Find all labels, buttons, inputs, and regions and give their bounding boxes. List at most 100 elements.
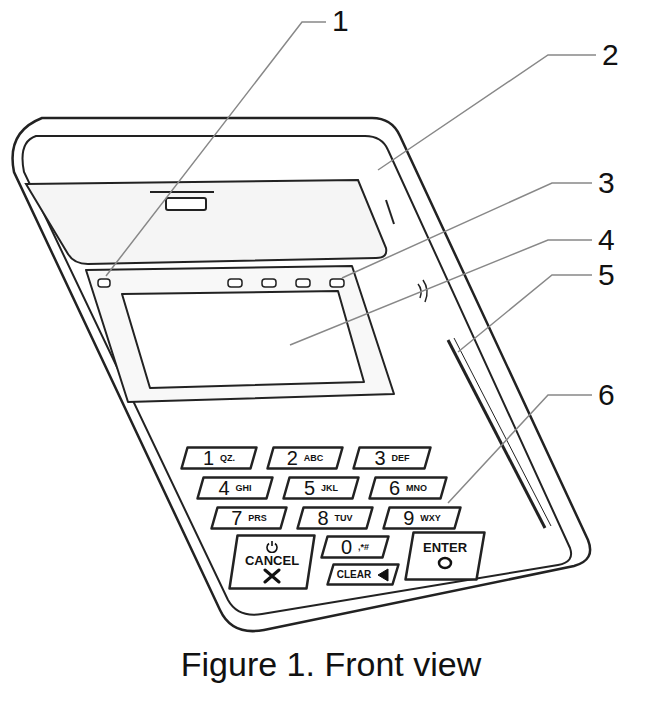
key-digit: 0 (341, 537, 352, 557)
key-letters: GHI (236, 484, 252, 493)
keypad-key: 3 DEF (352, 446, 432, 470)
key-column: CANCEL (245, 540, 299, 584)
key-content: 3 DEF (352, 446, 432, 470)
key-row: 4 GHI (218, 478, 251, 498)
key-content: 7 PRS (210, 506, 288, 530)
key-content: ENTER (404, 531, 486, 581)
paper-slot-icon (166, 198, 206, 210)
key-shape (198, 478, 273, 499)
key-column: ENTER (423, 541, 467, 571)
key-shape (370, 478, 447, 499)
screen-bezel (86, 266, 394, 402)
led-indicator (330, 279, 344, 287)
key-row: CLEAR (337, 568, 389, 582)
key-content: CANCEL (228, 534, 316, 590)
key-digit: 8 (317, 508, 328, 528)
key-letters: TUV (335, 514, 353, 523)
leader-line (448, 395, 592, 503)
leader-line (106, 22, 326, 276)
key-shape (230, 536, 315, 589)
key-row: 2ABC (287, 448, 324, 468)
key-row: 1 QZ. (203, 448, 235, 468)
key-shape (406, 533, 485, 580)
key-shape (268, 448, 343, 469)
key-shape (384, 508, 461, 529)
clear-arrow (378, 569, 388, 581)
leader-line (290, 240, 592, 345)
key-digit: 4 (218, 478, 229, 498)
card-slot (448, 340, 545, 528)
key-digit: 2 (287, 448, 298, 468)
leader-line (342, 183, 592, 278)
keypad-key: 7 PRS (210, 506, 288, 530)
keypad-key: CLEAR (326, 563, 400, 586)
key-digit: 5 (304, 478, 315, 498)
callout-number: 6 (598, 380, 615, 410)
key-digit: 9 (403, 508, 414, 528)
callout-number: 5 (598, 260, 615, 290)
key-content: CLEAR (326, 563, 400, 586)
key-shape (284, 478, 359, 499)
keypad-key: 6 MNO (368, 476, 448, 500)
key-content: 4 GHI (196, 476, 274, 500)
led-indicator (228, 279, 242, 287)
key-shape (212, 508, 287, 529)
figure-caption: Figure 1. Front view (0, 646, 662, 683)
key-row: 0 ,*# (341, 537, 369, 557)
key-digit: 1 (203, 448, 214, 468)
key-letters: DEF (392, 454, 410, 463)
enter-circle (439, 558, 451, 568)
keypad-key: 5 JKL (282, 476, 360, 500)
x-mark (265, 570, 279, 582)
led-indicator (296, 279, 310, 287)
leader-line (378, 55, 596, 170)
key-row: 8 TUV (317, 508, 352, 528)
callout-number: 2 (602, 40, 619, 70)
leader-line (458, 275, 592, 352)
key-shape (182, 448, 257, 469)
clear-arrow-icon (377, 568, 389, 582)
key-letters: QZ. (220, 454, 235, 463)
key-letters: PRS (248, 514, 267, 523)
key-content: 8 TUV (296, 506, 374, 530)
keypad-key: 4 GHI (196, 476, 274, 500)
power-bar (271, 541, 273, 546)
key-outline (180, 446, 258, 470)
key-row: 5 JKL (304, 478, 338, 498)
key-label: CLEAR (337, 570, 371, 580)
key-digit: 3 (374, 448, 385, 468)
key-digit: 6 (389, 478, 400, 498)
callout-number: 4 (598, 225, 615, 255)
lcd-display (122, 291, 364, 388)
key-letters: JKL (321, 484, 338, 493)
printer-recess (26, 180, 386, 264)
key-row: 9 WXY (403, 508, 441, 528)
front-face (23, 136, 572, 615)
keypad-key: ENTER (404, 531, 486, 581)
key-content: 9 WXY (382, 506, 462, 530)
led-indicator (262, 279, 276, 287)
keypad-key: 9 WXY (382, 506, 462, 530)
key-letters: MNO (406, 484, 427, 493)
paper-slot (150, 191, 214, 193)
key-outline (196, 476, 274, 500)
key-content: 1 QZ. (180, 446, 258, 470)
keypad-key: 2ABC (266, 446, 344, 470)
callout-number: 3 (598, 168, 615, 198)
key-label: CANCEL (245, 554, 299, 567)
key-row: 6 MNO (389, 478, 427, 498)
key-digit: 7 (231, 508, 242, 528)
keypad-key: 1 QZ. (180, 446, 258, 470)
housing-shell (13, 118, 591, 631)
key-content: 5 JKL (282, 476, 360, 500)
keypad-key: 8 TUV (296, 506, 374, 530)
key-outline (282, 476, 360, 500)
key-shape (354, 448, 431, 469)
key-letters: ,*# (358, 543, 369, 552)
key-letters: WXY (420, 514, 441, 523)
card-slot-edge (454, 338, 551, 526)
key-shape (298, 508, 373, 529)
side-edge (386, 200, 394, 224)
